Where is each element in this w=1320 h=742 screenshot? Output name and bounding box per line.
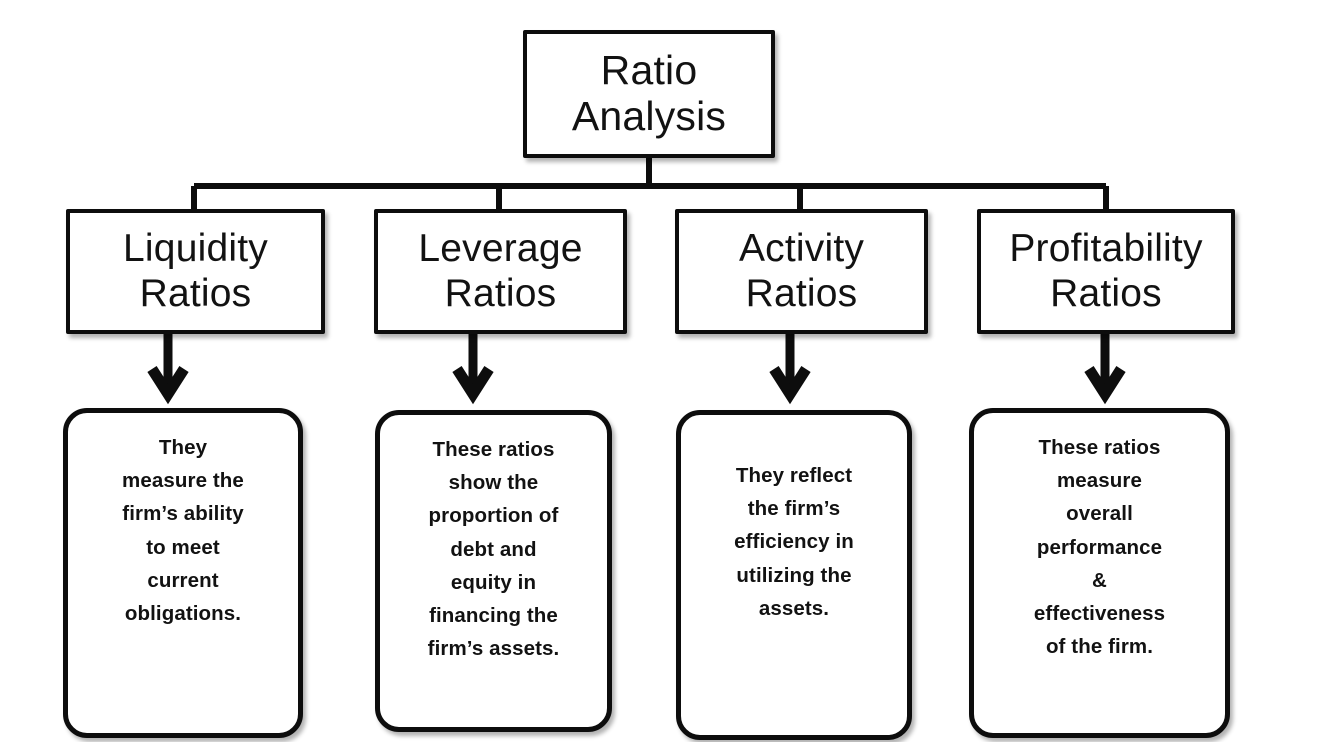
node-category-activity[interactable]: Activity Ratios [675,209,928,334]
node-description-activity[interactable]: They reflect the firm’s efficiency in ut… [676,410,912,740]
node-category-leverage[interactable]: Leverage Ratios [374,209,627,334]
node-description-liquidity-text: They measure the firm’s ability to meet … [122,436,244,626]
down-arrow-icon-profitability [1084,334,1126,405]
down-arrow-icon-activity [769,334,811,405]
node-description-liquidity[interactable]: They measure the firm’s ability to meet … [63,408,303,738]
node-description-profitability[interactable]: These ratios measure overall performance… [969,408,1230,738]
node-description-leverage[interactable]: These ratios show the proportion of debt… [375,410,612,732]
node-description-profitability-text: These ratios measure overall performance… [1033,436,1166,659]
node-root-label: Ratio Analysis [571,47,727,139]
node-category-liquidity[interactable]: Liquidity Ratios [66,209,325,334]
node-category-activity-label: Activity Ratios [738,227,865,315]
down-arrow-icon-liquidity [147,334,189,405]
node-description-leverage-text: These ratios show the proportion of debt… [427,438,560,661]
node-category-leverage-label: Leverage Ratios [418,227,583,315]
node-category-liquidity-label: Liquidity Ratios [123,227,268,315]
tree-bracket-icon [191,183,1109,209]
node-category-profitability-label: Profitability Ratios [1009,227,1203,315]
down-arrow-icon-leverage [452,334,494,405]
node-root-ratio-analysis[interactable]: Ratio Analysis [523,30,775,158]
node-description-activity-text: They reflect the firm’s efficiency in ut… [734,464,854,620]
node-category-profitability[interactable]: Profitability Ratios [977,209,1235,334]
